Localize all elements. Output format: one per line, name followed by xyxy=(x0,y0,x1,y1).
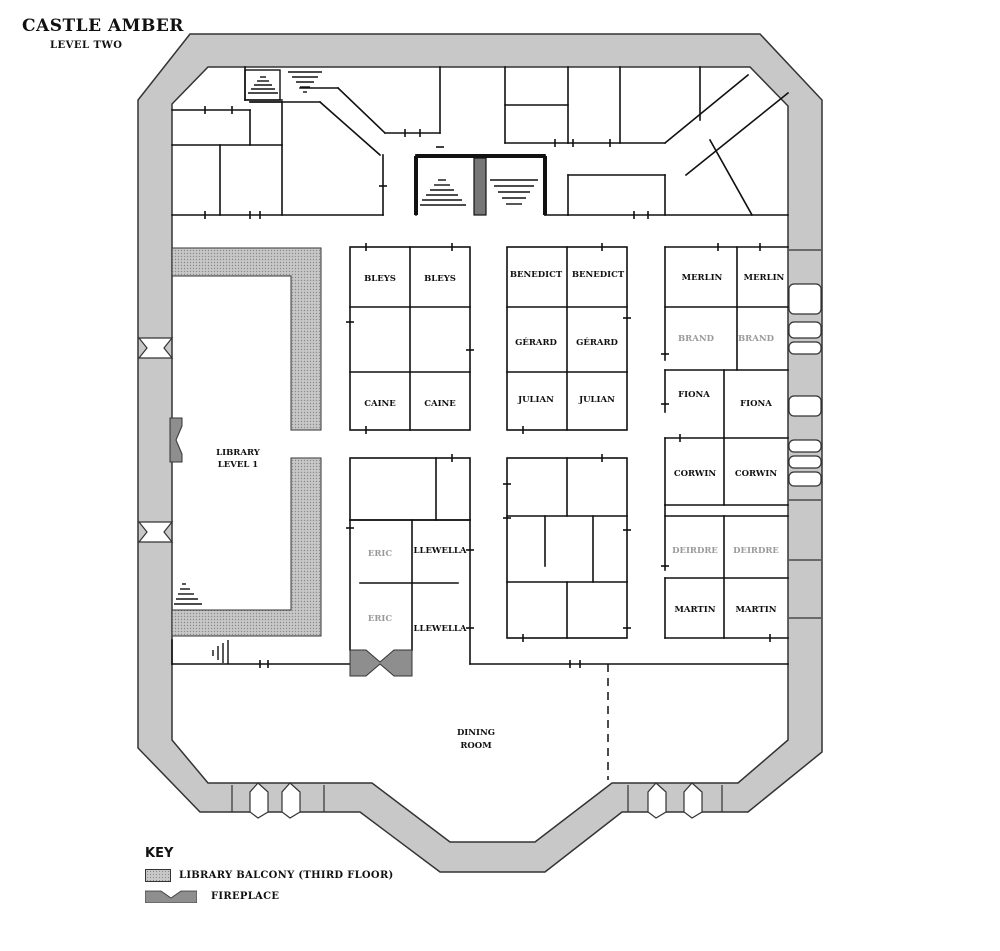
room-label-brand: BRAND xyxy=(738,334,775,344)
wall-breaks xyxy=(231,249,821,812)
room-label-deirdre: DEIRDRE xyxy=(733,546,779,556)
room-label-caine: CAINE xyxy=(364,399,396,409)
room-label-deirdre: DEIRDRE xyxy=(672,546,718,556)
room-label-fiona: FIONA xyxy=(678,390,710,400)
room-label-llewella: LLEWELLA xyxy=(413,546,466,556)
room-label-bleys: BLEYS xyxy=(424,274,456,284)
room-labels: BLEYS BLEYS CAINE CAINE BENEDICT BENEDIC… xyxy=(216,270,784,751)
room-label-caine: CAINE xyxy=(424,399,456,409)
stair-rails xyxy=(414,154,547,215)
map-title: CASTLE AMBER xyxy=(22,16,184,36)
room-label-julian: JULIAN xyxy=(517,395,554,405)
doors xyxy=(204,106,771,668)
room-label-dining-room: ROOM xyxy=(460,741,492,751)
room-label-merlin: MERLIN xyxy=(744,273,785,283)
balcony-swatch xyxy=(145,868,171,882)
room-label-library-level: LEVEL 1 xyxy=(218,460,258,470)
library-balcony xyxy=(171,457,322,637)
room-label-brand: BRAND xyxy=(678,334,715,344)
room-label-dining: DINING xyxy=(457,728,495,738)
window-slits xyxy=(137,283,822,819)
room-label-library: LIBRARY xyxy=(216,448,261,458)
room-label-gerard: GÉRARD xyxy=(576,336,618,348)
staircases xyxy=(174,69,538,664)
legend-balcony-label: LIBRARY BALCONY (THIRD FLOOR) xyxy=(179,869,394,881)
room-label-bleys: BLEYS xyxy=(364,274,396,284)
room-label-fiona: FIONA xyxy=(740,399,772,409)
room-label-benedict: BENEDICT xyxy=(572,270,625,280)
legend-fireplace-label: FIREPLACE xyxy=(211,890,280,902)
room-label-corwin: CORWIN xyxy=(674,469,717,479)
legend-heading: KEY xyxy=(145,846,174,861)
room-label-corwin: CORWIN xyxy=(735,469,778,479)
fireplace-swatch xyxy=(145,890,197,903)
interior-walls xyxy=(171,66,790,665)
west-fireplace xyxy=(169,417,183,463)
map-subtitle: LEVEL TWO xyxy=(50,40,123,51)
room-label-gerard: GÉRARD xyxy=(515,336,557,348)
room-label-julian: JULIAN xyxy=(578,395,615,405)
library-balcony xyxy=(171,247,322,431)
room-label-eric: ERIC xyxy=(368,549,393,559)
legend-fireplace: FIREPLACE xyxy=(145,889,279,903)
room-label-merlin: MERLIN xyxy=(682,273,723,283)
outer-wall xyxy=(137,33,823,873)
room-label-eric: ERIC xyxy=(368,614,393,624)
room-label-llewella: LLEWELLA xyxy=(413,624,466,634)
stair-divider xyxy=(473,157,487,216)
room-label-martin: MARTIN xyxy=(736,605,777,615)
legend-balcony: LIBRARY BALCONY (THIRD FLOOR) xyxy=(145,868,394,882)
room-label-benedict: BENEDICT xyxy=(510,270,563,280)
ne-dashed-wall xyxy=(674,83,761,162)
room-label-martin: MARTIN xyxy=(675,605,716,615)
fireplace xyxy=(349,649,413,677)
